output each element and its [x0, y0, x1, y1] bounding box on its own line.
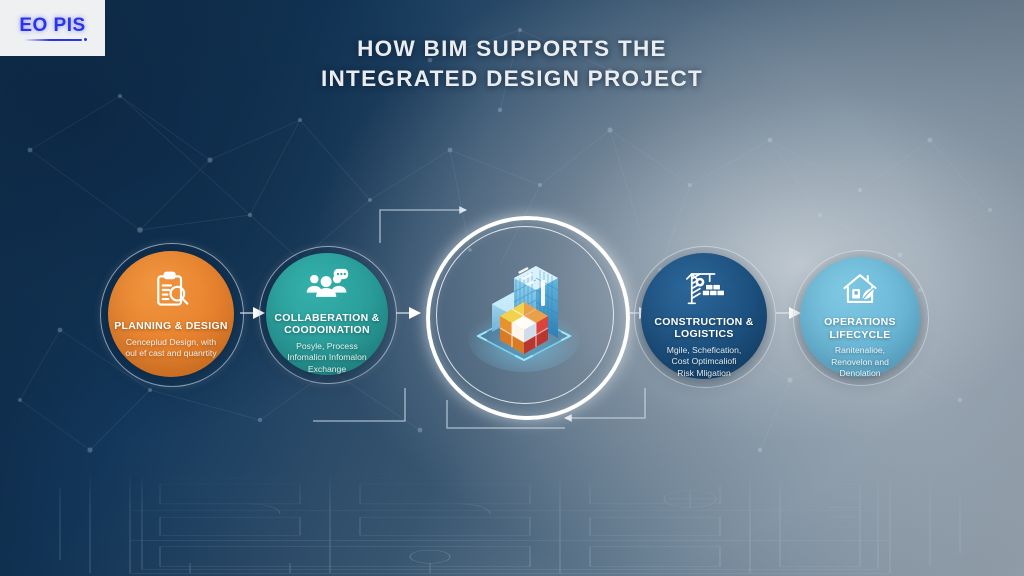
node-subtitle: Ranitenalioe, Renovelon and Denolation — [831, 345, 889, 378]
node-collaboration-coordination[interactable]: COLLABERATION & COODOINATION Posyle, Pro… — [259, 246, 397, 384]
node-operations-lifecycle[interactable]: OPERATIONS LIFECYCLE Ranitenalioe, Renov… — [793, 250, 929, 386]
node-title: COLLABERATION & COODOINATION — [274, 311, 380, 337]
node-disc[interactable]: COLLABERATION & COODOINATION Posyle, Pro… — [266, 253, 388, 375]
node-ring — [634, 246, 776, 388]
node-subtitle: Posyle, Process Infomalicn Infomalon Exc… — [287, 340, 367, 374]
node-subtitle: Cenceplud Design, with oul ef cast and q… — [125, 336, 217, 359]
page-title-line-2: INTEGRATED DESIGN PROJECT — [320, 66, 704, 91]
page-title-line-1: HOW BIM SUPPORTS THE — [357, 36, 667, 61]
isometric-bim-building-cube-icon — [468, 266, 580, 372]
node-ring — [100, 243, 244, 387]
logo[interactable]: EO PIS — [0, 0, 105, 56]
crane-bricks-icon — [682, 266, 726, 308]
node-disc[interactable]: OPERATIONS LIFECYCLE Ranitenalioe, Renov… — [800, 257, 920, 378]
node-title: OPERATIONS LIFECYCLE — [824, 316, 896, 341]
center-hub — [426, 216, 630, 420]
node-title: CONSTRUCTION & LOGISTICS — [654, 315, 754, 341]
hub-outer-ring — [426, 216, 630, 420]
hub-inner-ring — [436, 226, 614, 404]
logo-text: EO PIS — [19, 14, 86, 36]
node-subtitle: Mgile, Schefication, Cost Optimcaliofi R… — [666, 344, 742, 378]
node-construction-logistics[interactable]: CONSTRUCTION & LOGISTICS Mgile, Schefica… — [634, 246, 776, 388]
clipboard-search-icon — [149, 268, 193, 312]
people-chat-icon — [305, 267, 349, 304]
node-disc[interactable]: PLANNING & DESIGN Cenceplud Design, with… — [108, 251, 234, 377]
page-title: HOW BIM SUPPORTS THE INTEGRATED DESIGN P… — [0, 34, 1024, 94]
node-disc[interactable]: CONSTRUCTION & LOGISTICS Mgile, Schefica… — [641, 253, 767, 379]
house-leaf-icon — [838, 270, 882, 308]
logo-underline — [23, 37, 87, 41]
node-ring — [259, 246, 397, 384]
node-ring — [793, 250, 929, 386]
node-title: PLANNING & DESIGN — [114, 320, 228, 332]
node-planning-design[interactable]: PLANNING & DESIGN Cenceplud Design, with… — [100, 243, 244, 387]
